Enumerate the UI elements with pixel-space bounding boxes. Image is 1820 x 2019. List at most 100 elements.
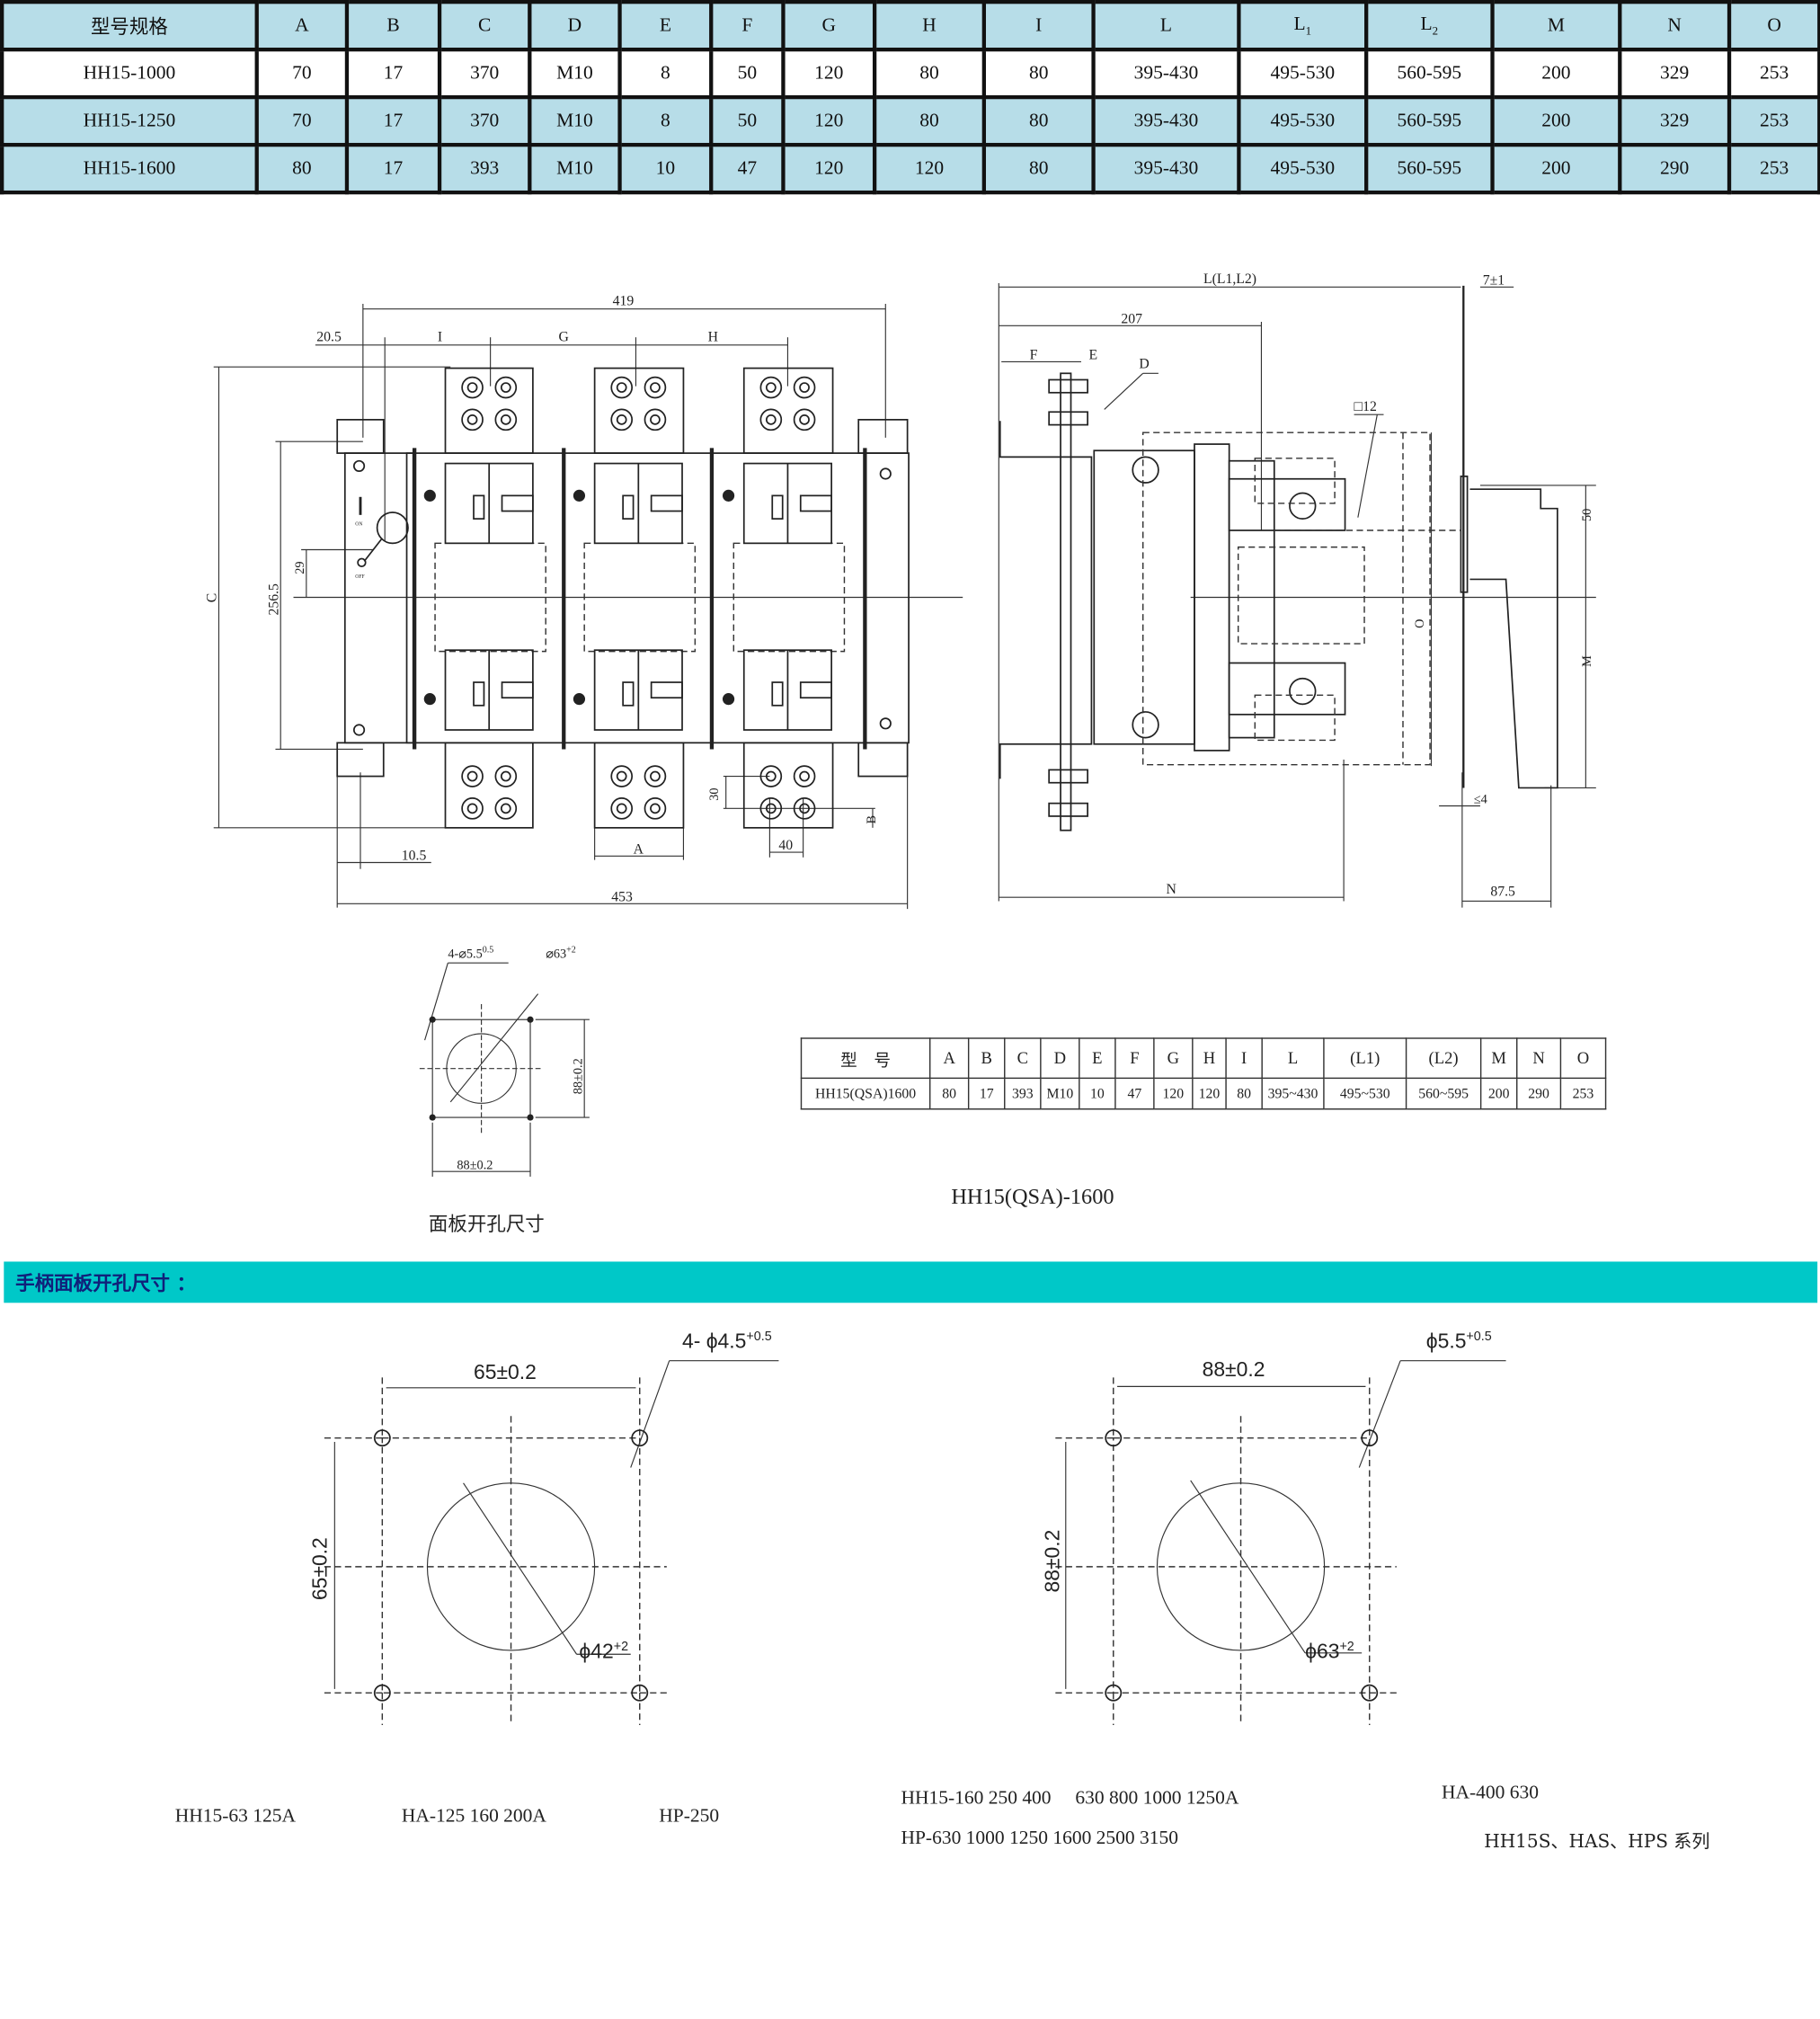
- dim-i: I: [438, 330, 442, 345]
- table-cell: 560-595: [1364, 47, 1495, 100]
- model-label: HP-630 1000 1250 1600 2500 3150: [901, 1828, 1178, 1849]
- table-cell: 120: [781, 47, 877, 100]
- table-cell: 329: [1618, 94, 1732, 147]
- table-cell: 17: [344, 47, 442, 100]
- bolt-icon: [610, 408, 634, 431]
- column-header: N: [1516, 1037, 1562, 1080]
- column-header: (L2): [1405, 1037, 1482, 1080]
- bolt-icon: [759, 408, 783, 431]
- circle-label: ⌀63+2: [546, 946, 576, 962]
- table-cell: 395~430: [1261, 1077, 1325, 1110]
- table-cell: 10: [617, 142, 714, 195]
- table-cell: HH15-1000: [0, 47, 259, 100]
- table-cell: 495-530: [1237, 47, 1369, 100]
- table-cell: 253: [1727, 142, 1820, 195]
- bolt-icon: [793, 408, 816, 431]
- table-cell: 8: [617, 94, 714, 147]
- table-cell: 370: [437, 47, 532, 100]
- on-label: ON: [355, 521, 362, 527]
- table-cell: 80: [872, 94, 986, 147]
- table-cell: 70: [254, 47, 350, 100]
- section-banner: 手柄面板开孔尺寸 ：: [4, 1261, 1818, 1303]
- dim-29: 29: [293, 561, 307, 574]
- table-cell: 200: [1490, 142, 1622, 195]
- dim-256-5: 256.5: [266, 583, 281, 616]
- table-cell: 395-430: [1091, 47, 1241, 100]
- column-header: D: [528, 0, 622, 52]
- table-cell: 120: [1192, 1077, 1227, 1110]
- bolt-icon: [644, 408, 667, 431]
- table-cell: 80: [254, 142, 350, 195]
- column-header: I: [981, 0, 1096, 52]
- dim-207: 207: [1121, 311, 1142, 326]
- bolt-icon: [644, 376, 667, 399]
- dim-20-5: 20.5: [316, 330, 342, 345]
- dim-419: 419: [613, 293, 635, 308]
- dim-square-12: □12: [1354, 399, 1377, 414]
- dim-d: D: [1139, 357, 1149, 372]
- dim-vertical: 88±0.2: [1041, 1530, 1064, 1593]
- circle-label: ϕ63+2: [1305, 1640, 1354, 1663]
- table-cell: 560-595: [1364, 94, 1495, 147]
- column-header: I: [1225, 1037, 1263, 1080]
- bolt-icon: [759, 376, 783, 399]
- table-cell: 560-595: [1364, 142, 1495, 195]
- model-label: HP-250: [659, 1806, 720, 1828]
- table-cell: 495~530: [1323, 1077, 1407, 1110]
- table-cell: 200: [1479, 1077, 1518, 1110]
- column-header: H: [872, 0, 986, 52]
- dim-l: L(L1,L2): [1203, 271, 1256, 287]
- dim-87-5: 87.5: [1490, 885, 1515, 900]
- column-header: F: [1114, 1037, 1155, 1080]
- table-cell: 120: [781, 94, 877, 147]
- bolt-icon: [610, 797, 634, 820]
- table-cell: 395-430: [1091, 94, 1241, 147]
- column-header: A: [254, 0, 350, 52]
- dim-453: 453: [611, 889, 633, 904]
- dim-h: H: [708, 330, 718, 345]
- model-label: HH15-160 250 400 630 800 1000 1250A: [901, 1788, 1239, 1810]
- bolt-icon: [610, 376, 634, 399]
- table-cell: 17: [344, 94, 442, 147]
- hole-label: 4-⌀5.50.5: [448, 946, 493, 962]
- column-header: 型号规格: [0, 0, 259, 52]
- table-cell: M10: [1040, 1077, 1080, 1110]
- dim-f: F: [1030, 348, 1038, 363]
- table-cell: 120: [1153, 1077, 1194, 1110]
- dim-m: M: [1580, 655, 1594, 667]
- column-header: (L1): [1323, 1037, 1407, 1080]
- column-header: 型 号: [800, 1037, 931, 1080]
- bolt-icon: [494, 408, 518, 431]
- panel-cutout-caption: 面板开孔尺寸: [428, 1213, 545, 1236]
- dim-horizontal: 88±0.2: [1203, 1357, 1265, 1381]
- table-cell: 393: [1004, 1077, 1042, 1110]
- column-header: C: [437, 0, 532, 52]
- table-cell: 495-530: [1237, 94, 1369, 147]
- column-header: E: [617, 0, 714, 52]
- bolt-icon: [461, 408, 484, 431]
- model-label: HH15-63 125A: [174, 1806, 297, 1828]
- column-header: O: [1559, 1037, 1607, 1080]
- model-label: HA-125 160 200A: [401, 1806, 546, 1828]
- dim-o: O: [1413, 619, 1427, 628]
- dim-horizontal: 65±0.2: [474, 1360, 537, 1383]
- hole-label: 4- ϕ4.5+0.5: [682, 1329, 772, 1352]
- table-cell: 10: [1079, 1077, 1116, 1110]
- dim-30: 30: [707, 787, 722, 800]
- bolt-icon: [461, 765, 484, 787]
- dim-50: 50: [1580, 509, 1594, 521]
- bolt-icon: [644, 765, 667, 787]
- banner-title: 手柄面板开孔尺寸 ：: [15, 1271, 197, 1295]
- table-cell: 370: [437, 94, 532, 147]
- model-caption: HH15(QSA)-1600: [951, 1184, 1114, 1209]
- circle-label: ϕ42+2: [579, 1640, 628, 1663]
- table-cell: 80: [928, 1077, 970, 1110]
